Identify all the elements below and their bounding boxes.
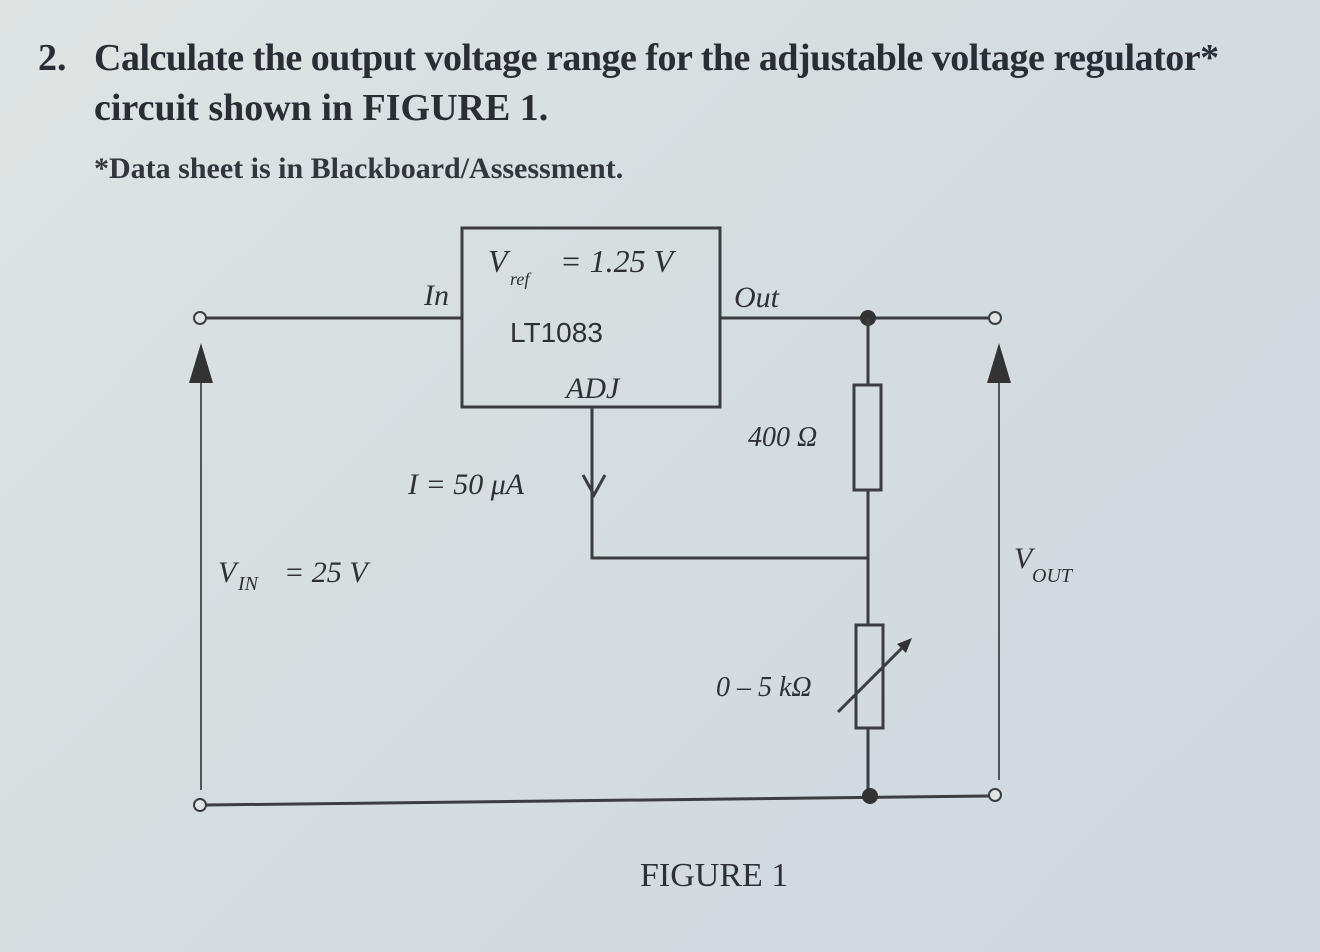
- vin-value: = 25 V: [284, 556, 371, 589]
- ground-node: [862, 788, 878, 804]
- vout-arrowhead-icon: [987, 343, 1011, 383]
- vout-subscript: OUT: [1032, 565, 1074, 587]
- vref-subscript: ref: [510, 269, 532, 289]
- adj-wire: [590, 407, 868, 560]
- vref-symbol: V: [488, 243, 511, 279]
- r2-label: 0 – 5 kΩ: [716, 672, 812, 703]
- question-text-line1: Calculate the output voltage range for t…: [94, 37, 1219, 79]
- current-arrow-icon: [581, 474, 607, 499]
- resistor-400: [852, 383, 883, 492]
- input-terminal-bottom: [193, 798, 207, 812]
- vin-subscript: IN: [237, 573, 260, 595]
- part-number: LT1083: [510, 317, 603, 348]
- adj-label: ADJ: [564, 372, 621, 405]
- ground-wire: [205, 794, 990, 807]
- adj-current-label: I = 50 μA: [407, 468, 525, 501]
- figure-caption: FIGURE 1: [640, 857, 788, 894]
- variable-arrow: [836, 643, 907, 714]
- input-terminal-top: [193, 311, 207, 325]
- output-terminal-bottom: [988, 788, 1002, 802]
- question-text-line2: circuit shown in FIGURE 1.: [94, 87, 549, 129]
- variable-arrowhead: [897, 638, 912, 653]
- datasheet-note: *Data sheet is in Blackboard/Assessment.: [94, 152, 624, 185]
- vout-symbol: V: [1014, 542, 1036, 575]
- r1-label: 400 Ω: [748, 422, 817, 453]
- potentiometer: [854, 623, 885, 730]
- question-number: 2.: [38, 37, 67, 79]
- vin-arrowhead-icon: [189, 343, 213, 383]
- vref-value: = 1.25 V: [560, 243, 677, 279]
- output-terminal-top: [988, 311, 1002, 325]
- in-label: In: [423, 279, 449, 312]
- vin-symbol: V: [218, 556, 240, 589]
- out-label: Out: [734, 281, 780, 314]
